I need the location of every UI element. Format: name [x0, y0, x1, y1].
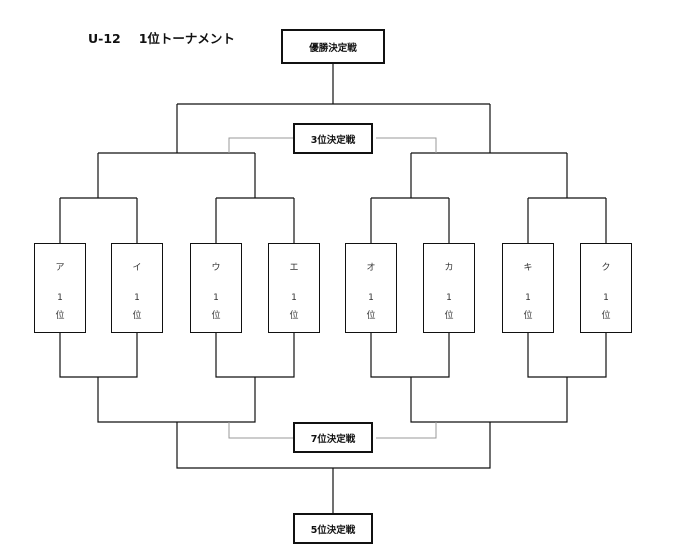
- qf3-bottom: [370, 333, 450, 378]
- team-name: イ: [132, 263, 142, 273]
- team-name: キ: [523, 263, 533, 273]
- team-name: オ: [366, 263, 376, 273]
- seventh-place-match-box: 7位決定戦: [293, 422, 373, 453]
- team-rank-number: 1: [603, 293, 609, 303]
- team-rank-number: 1: [291, 293, 297, 303]
- qf1-bottom: [59, 333, 138, 378]
- team-rank-number: 1: [134, 293, 140, 303]
- seventh-place-match-label: 7位決定戦: [310, 433, 356, 445]
- team-rank-unit: 位: [132, 311, 142, 321]
- fifth-place-match-box: 5位決定戦: [293, 513, 373, 544]
- loser-feed-lines: [228, 137, 437, 439]
- title-name: 1位トーナメント: [138, 31, 235, 46]
- team-rank-unit: 位: [444, 311, 454, 321]
- team-rank-unit: 位: [289, 311, 299, 321]
- team-rank-number: 1: [525, 293, 531, 303]
- team-rank-unit: 位: [601, 311, 611, 321]
- team-rank-number: 1: [446, 293, 452, 303]
- fifth-place-connector: [176, 422, 491, 513]
- team-rank-unit: 位: [523, 311, 533, 321]
- team-box: ウ 1 位: [190, 243, 242, 333]
- team-name: ウ: [211, 263, 221, 273]
- qf2-top: [215, 197, 295, 243]
- loser-right-connector: [410, 377, 568, 423]
- team-box: エ 1 位: [268, 243, 320, 333]
- final-match-label: 優勝決定戦: [309, 42, 357, 54]
- qf4-bottom: [527, 333, 607, 378]
- semifinal-left-connector: [97, 152, 256, 198]
- team-rank-unit: 位: [366, 311, 376, 321]
- team-rank-number: 1: [368, 293, 374, 303]
- semifinal-right-connector: [410, 152, 568, 198]
- fifth-place-match-label: 5位決定戦: [310, 524, 356, 536]
- team-name: エ: [289, 263, 299, 273]
- qf4-top: [527, 197, 607, 243]
- third-place-feed: [228, 137, 437, 153]
- team-box: キ 1 位: [502, 243, 554, 333]
- team-box: ア 1 位: [34, 243, 86, 333]
- qf1-top: [59, 197, 138, 243]
- team-box: ク 1 位: [580, 243, 632, 333]
- team-box: カ 1 位: [423, 243, 475, 333]
- seventh-place-feed: [228, 422, 437, 439]
- team-rank-unit: 位: [55, 311, 65, 321]
- team-rank-number: 1: [213, 293, 219, 303]
- qf2-bottom: [215, 333, 295, 378]
- team-box: イ 1 位: [111, 243, 163, 333]
- final-connector: [176, 64, 491, 153]
- title-category: U-12: [88, 31, 121, 46]
- team-rank-unit: 位: [211, 311, 221, 321]
- third-place-match-box: 3位決定戦: [293, 123, 373, 154]
- final-match-box: 優勝決定戦: [281, 29, 385, 64]
- winner-bracket-lines: [59, 64, 607, 513]
- team-box: オ 1 位: [345, 243, 397, 333]
- page-title: U-12 1位トーナメント: [88, 28, 235, 47]
- qf3-top: [370, 197, 450, 243]
- team-name: ク: [601, 263, 611, 273]
- team-name: ア: [55, 263, 65, 273]
- loser-left-connector: [97, 377, 256, 423]
- team-name: カ: [444, 263, 454, 273]
- team-rank-number: 1: [57, 293, 63, 303]
- third-place-match-label: 3位決定戦: [310, 134, 356, 146]
